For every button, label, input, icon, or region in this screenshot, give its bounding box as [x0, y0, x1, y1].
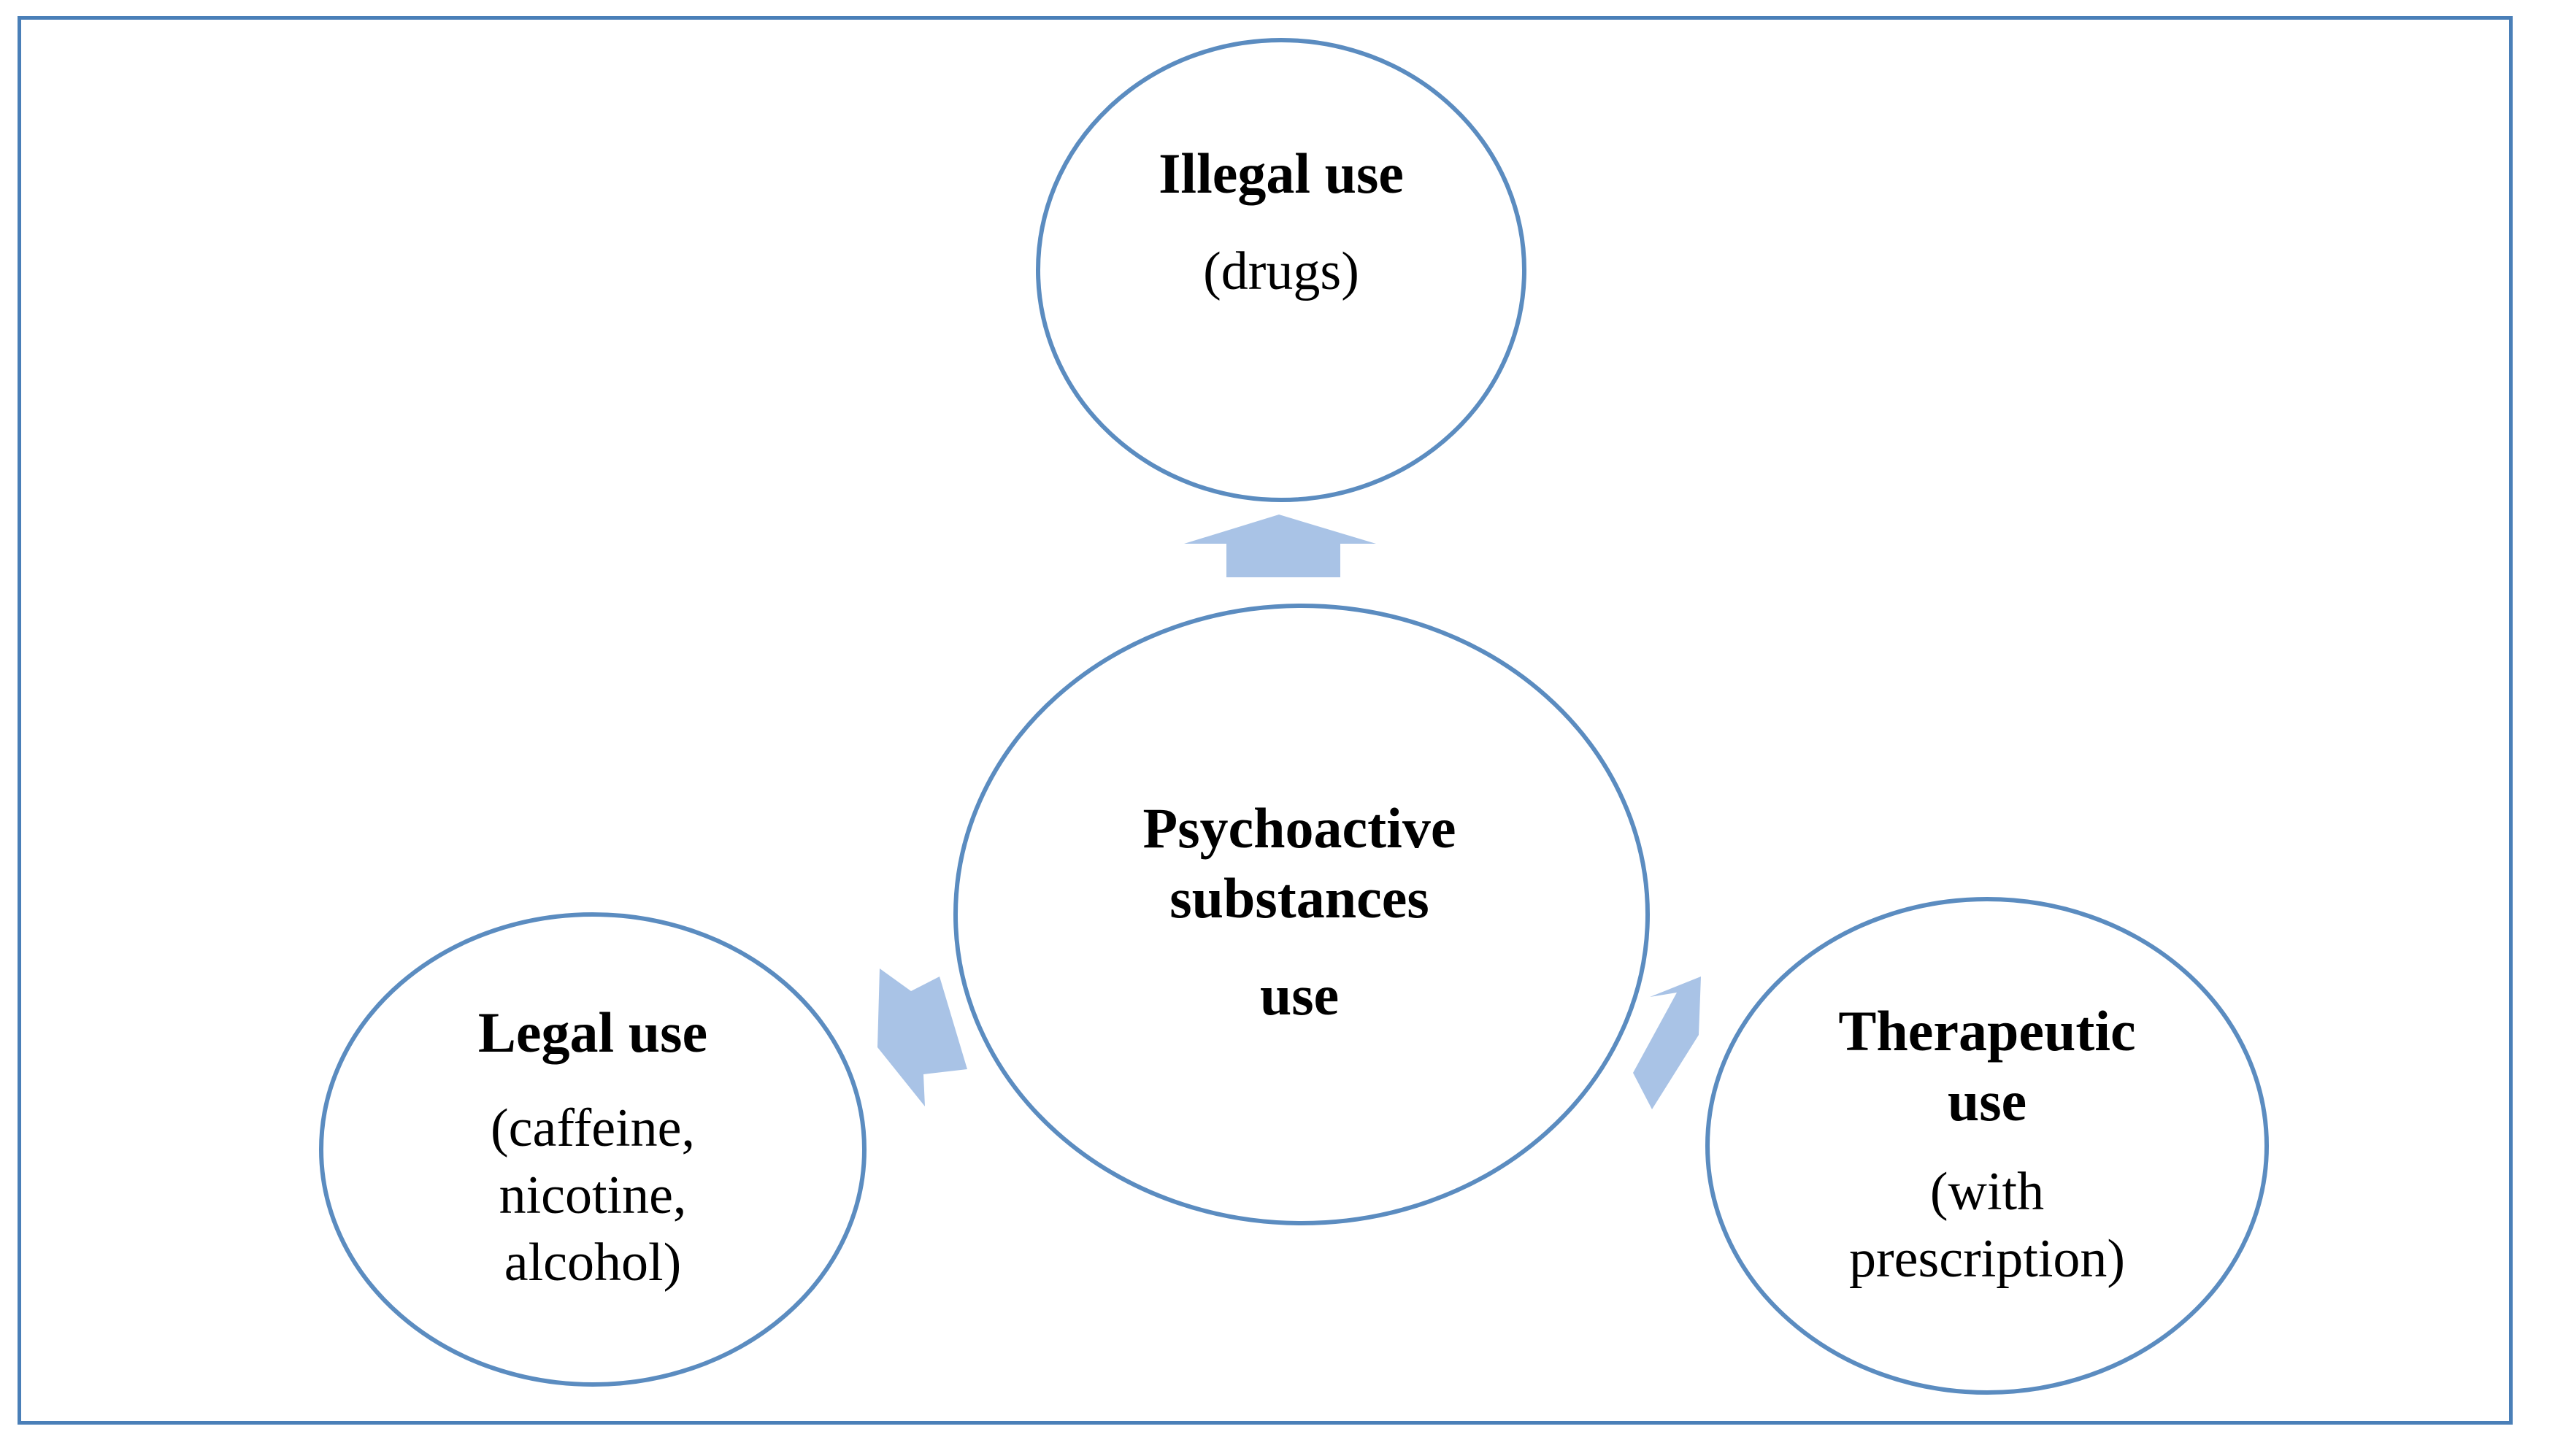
arrow-to-therapeutic — [1633, 977, 1701, 1109]
legal-use-label: Legal use (caffeine, nicotine, alcohol) — [374, 998, 812, 1296]
therapeutic-use-title-line2: use — [1947, 1069, 2027, 1133]
legal-use-detail-line3: alcohol) — [504, 1233, 682, 1293]
legal-use-detail-line1: (caffeine, — [490, 1098, 696, 1158]
therapeutic-use-label: Therapeutic use (with prescription) — [1768, 996, 2206, 1293]
illegal-use-title: Illegal use — [1159, 142, 1404, 205]
diagram-frame — [18, 16, 2513, 1425]
legal-use-detail-line2: nicotine, — [499, 1166, 687, 1225]
therapeutic-use-detail-line2: prescription) — [1848, 1229, 2126, 1289]
center-title-line1: Psychoactive — [1142, 796, 1456, 860]
arrow-to-legal — [877, 968, 967, 1106]
illegal-use-circle — [1036, 38, 1526, 502]
center-circle — [953, 604, 1650, 1225]
therapeutic-use-detail-line1: (with — [1929, 1162, 2045, 1222]
legal-use-title: Legal use — [477, 1001, 708, 1064]
arrow-up-to-illegal — [1184, 515, 1376, 577]
illegal-use-detail: (drugs) — [1203, 242, 1359, 301]
center-title-line3: use — [1259, 963, 1340, 1027]
therapeutic-use-title-line1: Therapeutic — [1838, 999, 2136, 1063]
illegal-use-label: Illegal use (drugs) — [1062, 139, 1500, 305]
center-label: Psychoactive substances use — [1080, 793, 1518, 1031]
center-title-line2: substances — [1169, 866, 1429, 930]
legal-use-circle — [319, 912, 867, 1387]
therapeutic-use-circle — [1705, 897, 2269, 1395]
